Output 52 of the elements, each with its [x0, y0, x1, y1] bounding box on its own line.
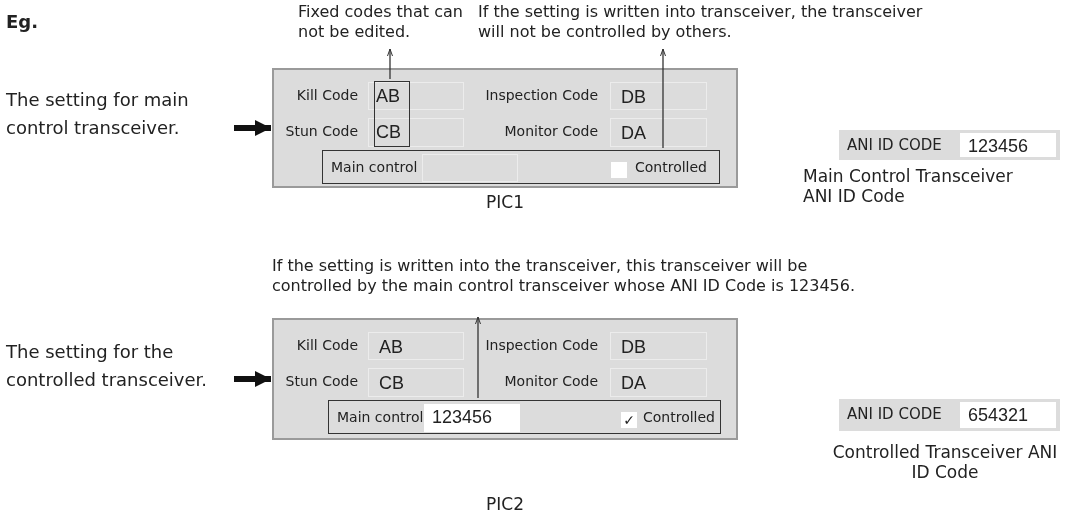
- code-field: DA: [610, 368, 707, 397]
- leader-line: [475, 316, 481, 399]
- input-field: 123456: [960, 133, 1056, 157]
- checkbox: [611, 162, 627, 178]
- control-group-box: [328, 400, 721, 434]
- field-label: Stun Code: [284, 122, 358, 141]
- code-field: DB: [610, 82, 707, 110]
- id-code-panel: [839, 130, 1060, 160]
- code-field: DB: [610, 332, 707, 360]
- control-group-box: [322, 150, 720, 184]
- checkbox-label: Controlled: [635, 158, 707, 177]
- node-label: Main Control Transceiver ANI ID Code: [803, 166, 1014, 208]
- annotation-text: If the setting is written into the transceiver, this transceiver will be controlled by the main control transceiver whose ANI ID Code is 123456.: [272, 256, 856, 295]
- code-field: [368, 118, 464, 147]
- input-field: [422, 154, 518, 182]
- leader-line: [660, 48, 666, 149]
- field-label: Main control: [337, 408, 424, 427]
- leader-line: [387, 48, 393, 80]
- id-code-panel: [839, 399, 1060, 431]
- field-label: Inspection Code: [484, 336, 598, 355]
- field-value: AB: [373, 81, 407, 107]
- settings-panel: [272, 318, 738, 440]
- code-field: [368, 82, 464, 110]
- field-label: ANI ID CODE: [847, 404, 942, 424]
- code-field: CB: [368, 368, 464, 397]
- side-label: The setting for main control transceiver.: [6, 89, 189, 138]
- node-label: PIC2: [485, 494, 525, 516]
- field-label: Main control: [331, 158, 418, 177]
- input-field: 123456: [424, 404, 520, 432]
- arrow: [234, 371, 271, 387]
- code-field: AB: [368, 332, 464, 360]
- heading-text: Eg.: [6, 12, 40, 34]
- field-label: Stun Code: [284, 372, 358, 391]
- checkbox-label: Controlled: [643, 408, 715, 427]
- field-label: Inspection Code: [484, 86, 598, 105]
- side-label: The setting for the controlled transceiver.: [6, 341, 208, 390]
- field-label: Kill Code: [295, 336, 358, 355]
- settings-panel: [272, 68, 738, 188]
- field-label: ANI ID CODE: [847, 135, 942, 155]
- field-label: Kill Code: [295, 86, 358, 105]
- annotation-text: Fixed codes that can not be edited.: [298, 2, 463, 41]
- field-label: Monitor Code: [503, 372, 598, 391]
- node-label: Controlled Transceiver ANI ID Code: [832, 442, 1058, 484]
- field-label: Monitor Code: [503, 122, 598, 141]
- arrow: [234, 120, 271, 136]
- code-field: DA: [610, 118, 707, 147]
- checkbox: ✓: [621, 412, 637, 428]
- annotation-text: If the setting is written into transceiver, the transceiver will not be controlled by others.: [478, 2, 923, 41]
- node-label: PIC1: [485, 192, 525, 214]
- field-value: CB: [373, 117, 407, 144]
- input-field: 654321: [960, 402, 1056, 428]
- highlight-outline: [374, 81, 410, 147]
